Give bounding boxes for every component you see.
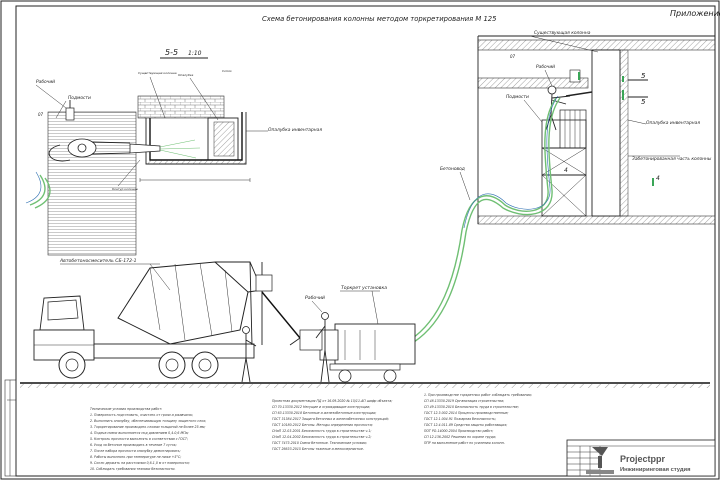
nozzle-plan xyxy=(129,143,161,154)
section-mark-bottom: 5 xyxy=(641,98,646,106)
note-left-9: 9. Сопло держать на расстоянии 0,6-1,0 м… xyxy=(90,461,190,465)
level-mark-2: 4 xyxy=(656,175,660,182)
label-elev-right: 07 xyxy=(510,54,516,59)
label-worker-right: Рабочий xyxy=(536,64,555,70)
note-left-1: 1. Поверхность подготовить, очистить от … xyxy=(90,413,193,417)
label-mixer: Автобетоносмеситель СБ-172-1 xyxy=(59,258,137,264)
small-label-distance: Контур колонны xyxy=(112,187,139,191)
note-right-6: ПОТ РО-14000-2004 Производство работ; xyxy=(424,429,493,433)
worker-scaffold-figure xyxy=(545,85,593,131)
section-scale: 1:10 xyxy=(188,50,202,57)
small-label-formwork: Опалубка xyxy=(178,73,194,77)
note-left-3: 3. Торкретирование производить слоями то… xyxy=(90,425,206,429)
label-concrete-pipe: Бетоновод xyxy=(440,166,465,172)
floor-slab xyxy=(477,215,716,225)
note-right-1: СП 48.13330.2019 Организация строительст… xyxy=(424,399,504,403)
note-left-5: 5. Контроль прочности выполнять в соотве… xyxy=(90,437,188,441)
notes-left-block: Технические условия производства работ: … xyxy=(90,407,206,471)
note-right-3: ГОСТ 12.3.002-2014 Процессы производстве… xyxy=(424,411,509,415)
small-label-existing: Существующая колонна xyxy=(138,71,177,75)
appendix-label: Приложение 5 xyxy=(670,9,720,18)
note-mid-2: СП 63.13330.2018 Бетонные и железобетонн… xyxy=(272,411,376,415)
note-left-0: Технические условия производства работ: xyxy=(90,407,162,411)
torkret-unit: Торкрет установка Рабочий xyxy=(289,285,416,383)
worker-station-icon xyxy=(65,107,75,121)
note-left-2: 2. Выполнить опалубку, обеспечивающую то… xyxy=(90,419,206,423)
mixer-truck: Автобетоносмеситель СБ-172-1 xyxy=(33,258,301,383)
small-label-nozzle: Сопло xyxy=(222,69,232,73)
scaffold-deck xyxy=(47,111,137,256)
column-elevation-view: 5 5 4 4 Существующая колонна 07 Рабочий … xyxy=(477,30,716,225)
note-right-4: ГОСТ 12.1.004-91 Пожарная безопасность; xyxy=(424,417,496,421)
level-mark-1: 4 xyxy=(564,167,568,174)
label-worker-top: Рабочий xyxy=(36,79,55,85)
note-mid-8: ГОСТ 26633-2015 Бетоны тяжелые и мелкозе… xyxy=(272,447,364,451)
page-title: Схема бетонирования колонны методом торк… xyxy=(262,15,496,23)
note-right-0: 1. При производстве торкретных работ соб… xyxy=(424,393,532,397)
inner-frame xyxy=(15,5,716,477)
notes-right-block: 1. При производстве торкретных работ соб… xyxy=(424,393,532,445)
company-name: Projectppr xyxy=(620,454,666,464)
note-mid-1: СП 70.13330.2012 Несущие и ограждающие к… xyxy=(272,405,370,409)
label-scaffold-right: Подмости xyxy=(506,94,529,100)
section-label: 5-5 xyxy=(165,48,178,57)
ceiling-slab xyxy=(477,39,716,51)
note-mid-6: СНиП 12-04-2002 Безопасность труда в стр… xyxy=(272,435,371,439)
section-5-5-view: 5-5 1:10 Рабочий Подмости 07 Опал xyxy=(25,48,322,256)
note-right-2: СП 49.13330.2010 Безопасность труда в ст… xyxy=(424,405,519,409)
note-mid-5: СНиП 12-03-2001 Безопасность труда в стр… xyxy=(272,429,371,433)
label-existing-column: Существующая колонна xyxy=(534,30,591,36)
scaffold-tower xyxy=(541,109,587,217)
label-formwork: Опалубка инвентарная xyxy=(268,127,322,133)
label-elev-top: 07 xyxy=(38,112,44,117)
brick-wall xyxy=(137,95,225,119)
note-right-5: ГОСТ 12.4.011-89 Средства защиты работаю… xyxy=(424,423,507,427)
note-left-7: 7. После набора прочности опалубку демон… xyxy=(90,449,181,453)
note-left-8: 8. Работы выполнять при температуре не н… xyxy=(90,455,181,459)
note-left-6: 6. Уход за бетоном производить в течение… xyxy=(90,443,177,447)
label-formwork-right: Опалубка инвентарная xyxy=(646,120,700,126)
existing-column-elev xyxy=(591,49,621,217)
note-mid-0: Проектная документация ПД от 16.09.2020 … xyxy=(272,399,392,403)
side-stamp xyxy=(4,379,17,477)
label-concreted-column: Забетонированная часть колонны xyxy=(632,156,712,162)
title-block: Projectppr Инжиниринговая студия xyxy=(566,439,716,477)
concrete-hose: Бетоновод xyxy=(371,95,561,360)
company-subtitle: Инжиниринговая студия xyxy=(620,467,691,473)
note-left-10: 10. Соблюдать требования техники безопас… xyxy=(90,467,176,471)
section-mark-top: 5 xyxy=(641,72,646,80)
company-logo xyxy=(586,447,614,474)
note-right-8: ППР на выполнение работ по усилению коло… xyxy=(424,441,505,445)
notes-mid-block: Проектная документация ПД от 16.09.2020 … xyxy=(272,399,392,451)
note-right-7: СП 12-136-2002 Решения по охране труда; xyxy=(424,435,496,439)
label-worker-bottom: Рабочий xyxy=(305,295,325,301)
label-torkret-unit: Торкрет установка xyxy=(341,285,387,291)
note-mid-3: ГОСТ 31384-2017 Защита бетонных и железо… xyxy=(272,417,389,421)
note-mid-7: ГОСТ 7473-2010 Смеси бетонные. Техническ… xyxy=(272,441,367,445)
note-left-4: 4. Подача смеси выполняется под давление… xyxy=(90,431,189,435)
note-mid-4: ГОСТ 10180-2012 Бетоны. Методы определен… xyxy=(272,423,373,427)
label-scaffold-top: Подмости xyxy=(68,95,91,101)
